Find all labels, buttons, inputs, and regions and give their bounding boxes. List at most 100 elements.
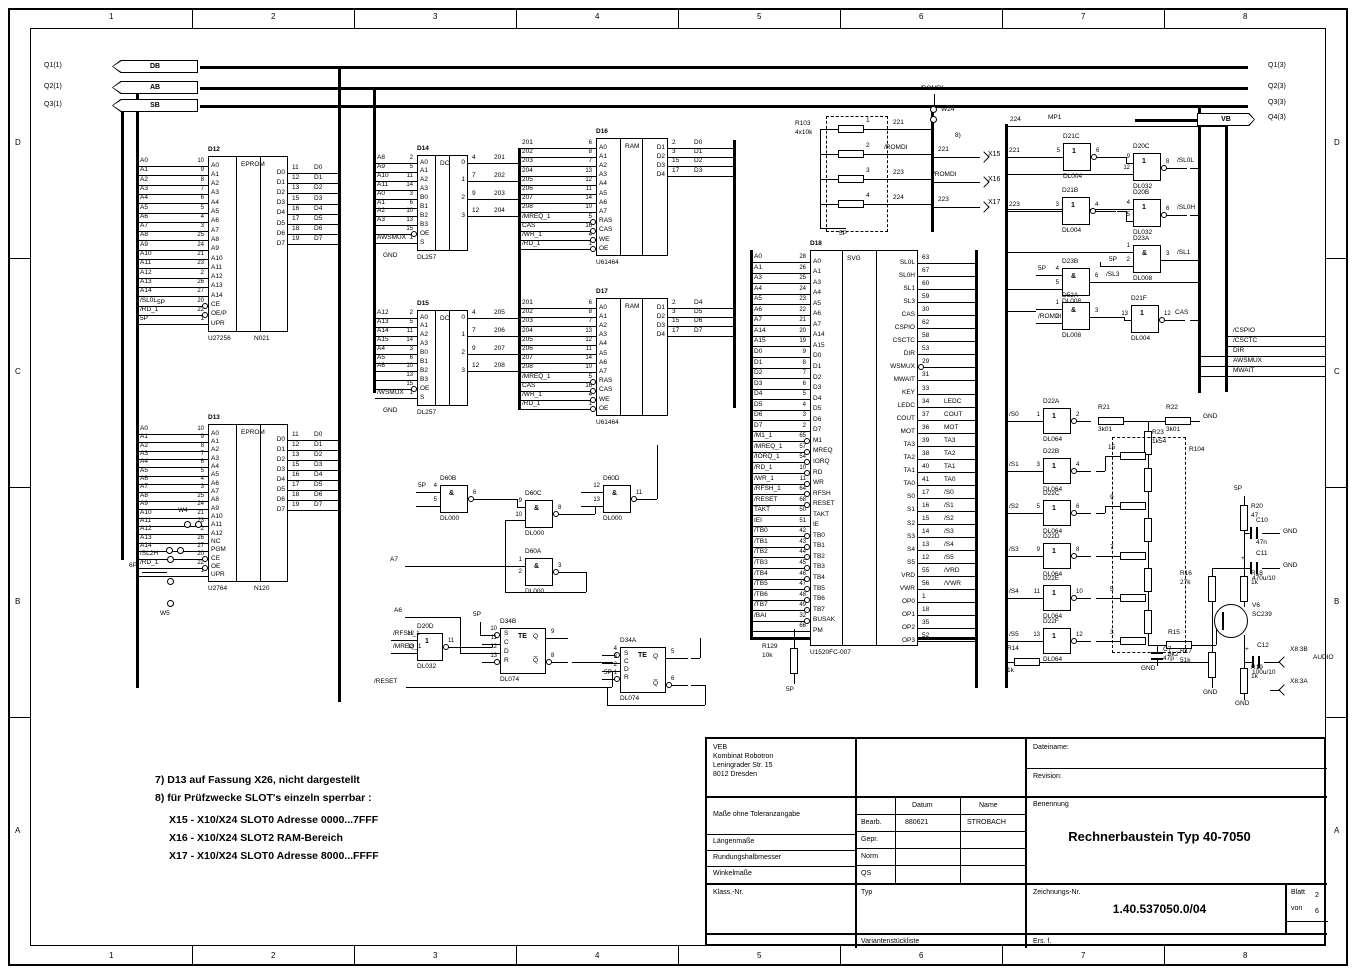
pin-name: IE <box>813 521 820 529</box>
wire <box>406 687 612 688</box>
wire <box>1190 320 1200 321</box>
pin-number: 17 <box>672 166 680 174</box>
tb-divider <box>855 814 1027 815</box>
pin-name: BUSAK <box>813 616 836 624</box>
net-label: D3 <box>314 461 323 468</box>
pin-name: B0 <box>420 349 428 357</box>
gate-symbol: 1 <box>1052 633 1056 640</box>
gate-D23B <box>1062 268 1090 296</box>
pin-number: 36 <box>922 423 930 431</box>
wire <box>864 179 931 180</box>
net-label: /BAI <box>754 611 767 619</box>
wire <box>1270 690 1280 691</box>
pin-number: 28 <box>799 254 806 260</box>
pin-number: 22 <box>197 306 204 313</box>
net-label: /S4 <box>1009 588 1019 595</box>
chip-divider <box>842 250 843 646</box>
net-label: A7 <box>140 483 148 491</box>
pin-name: D5 <box>813 405 822 413</box>
pin-lead <box>752 272 810 274</box>
pin-number: 8 <box>588 309 592 316</box>
net-label: A4 <box>377 344 385 352</box>
pin-lead <box>752 325 810 327</box>
transistor-base-bar <box>1222 612 1224 630</box>
free-label: Q3(3) <box>1268 99 1286 106</box>
free-label: R23 <box>1152 429 1164 436</box>
jumper-pad <box>195 521 202 528</box>
pin-number: 2 <box>1126 257 1130 263</box>
net-label: 203 <box>522 157 533 165</box>
wire <box>572 662 612 663</box>
gate-ref-D34B: D34B <box>500 618 517 625</box>
pin-lead <box>138 175 208 177</box>
pin-number: 12 <box>1164 311 1171 317</box>
pin-name: D1 <box>656 143 665 151</box>
pin-bubble <box>804 607 810 614</box>
pin-name: A3 <box>211 189 219 197</box>
pin-lead <box>752 589 805 591</box>
bus-tag-label: VB <box>1221 116 1231 123</box>
pin-lead <box>375 335 417 337</box>
pin-number: 66 <box>799 623 806 630</box>
pin-lead <box>375 380 417 382</box>
pin-lead <box>520 249 591 251</box>
tb-von: von <box>1291 905 1303 912</box>
net-label: /S5 <box>944 554 954 562</box>
free-label: 47p <box>1163 655 1174 662</box>
free-label: 1 <box>866 117 870 124</box>
pin-number: 58 <box>922 332 930 340</box>
free-label: GND <box>383 252 398 259</box>
free-label: R21 <box>1098 404 1110 411</box>
pin-name: A13 <box>211 282 223 290</box>
pin-number: 3 <box>613 654 617 660</box>
wire <box>1262 533 1280 534</box>
pin-lead <box>918 484 975 486</box>
net-label: CAS <box>522 221 536 229</box>
gate-part: DL000 <box>603 515 623 522</box>
gate-D60C <box>525 500 553 528</box>
pin-name: CAS <box>599 386 613 394</box>
pin-bubble <box>1071 468 1077 474</box>
frame-tick <box>516 946 517 966</box>
pin-name: A7 <box>211 487 219 495</box>
pin-number: 14 <box>922 528 930 536</box>
free-label: 224 <box>893 194 904 201</box>
free-label: GND <box>1141 665 1156 672</box>
bus-trunk <box>121 105 124 560</box>
pin-lead <box>138 459 208 461</box>
pin-number: 3 <box>802 412 806 419</box>
pin-bubble <box>804 470 810 476</box>
pin-name: OE <box>420 229 430 237</box>
pin-name: A1 <box>813 268 821 276</box>
pin-number: 6 <box>588 140 592 146</box>
note-x17: X17 - X10/X24 SLOT0 Adresse 8000...FFFF <box>169 850 379 862</box>
net-label: TA2 <box>944 449 956 457</box>
pin-number: 2 <box>672 299 676 306</box>
net-label: A4 <box>140 194 148 202</box>
pin-lead <box>375 371 417 373</box>
pin-lead <box>918 510 975 512</box>
net-label: A8 <box>377 154 385 161</box>
chip-ref-D18: D18 <box>810 240 822 247</box>
pin-lead <box>1076 513 1091 514</box>
pin-lead <box>375 326 417 328</box>
pin-lead <box>918 393 975 395</box>
note-7: 7) D13 auf Fassung X26, nicht dargestell… <box>155 774 360 786</box>
pin-number: 11 <box>799 475 806 482</box>
ff-port-label: Q̅ <box>653 680 659 687</box>
net-label: D6 <box>314 225 323 233</box>
pin-lead <box>918 380 975 382</box>
pin-bubble <box>918 364 924 371</box>
net-label: A13 <box>140 533 152 541</box>
free-label: 5P <box>157 299 165 306</box>
chip-divider <box>236 156 237 332</box>
pin-lead <box>752 283 810 285</box>
frame-col-label: 2 <box>271 12 276 21</box>
pin-name: TB1 <box>813 542 825 550</box>
resistor <box>790 648 798 674</box>
pin-lead <box>918 602 975 604</box>
pin-number: 35 <box>922 619 930 627</box>
net-label: /RD_1 <box>522 240 541 248</box>
net-label: D4 <box>314 471 323 478</box>
free-label: 3 <box>866 167 870 174</box>
